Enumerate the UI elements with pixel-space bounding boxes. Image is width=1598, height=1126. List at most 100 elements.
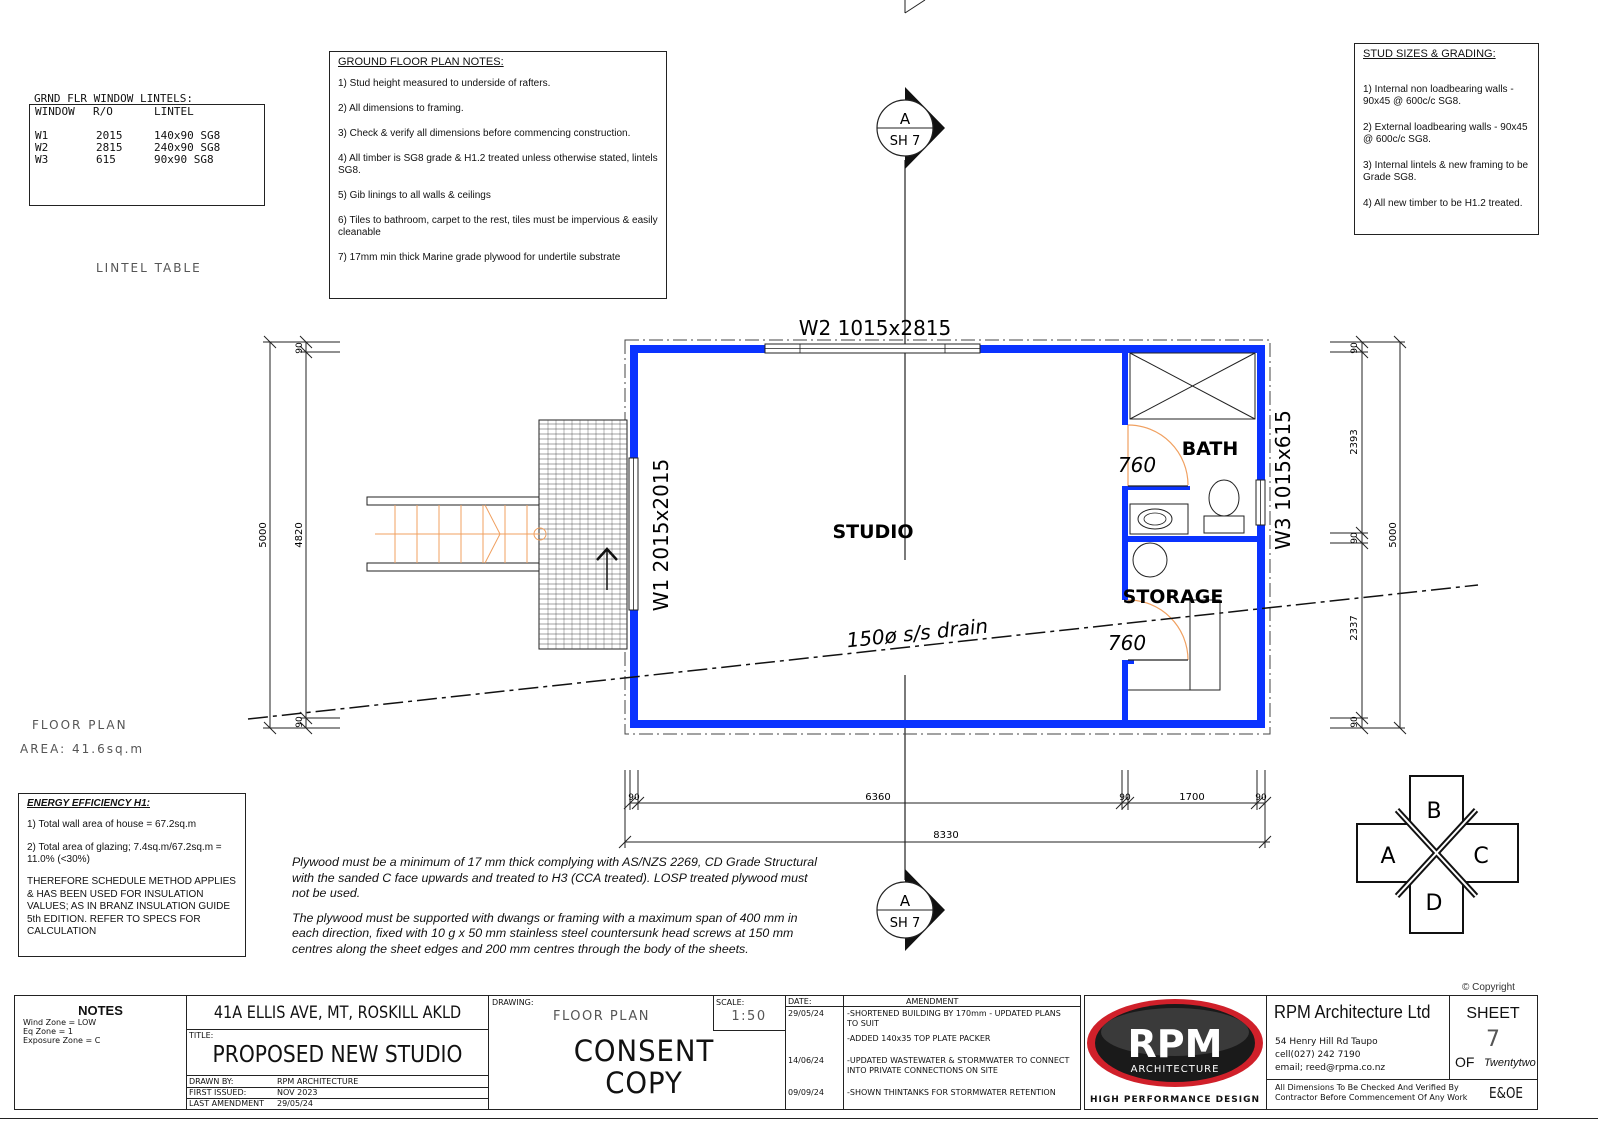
- amendment-text: -SHOWN THINTANKS FOR STORMWATER RETENTIO…: [847, 1088, 1056, 1097]
- stud-sizes-notes: STUD SIZES & GRADING: 1) Internal non lo…: [1354, 43, 1539, 235]
- ground-note: 6) Tiles to bathroom, carpet to the rest…: [338, 215, 658, 238]
- dim-left-inner: 4820: [294, 522, 305, 547]
- logo-text: RPM: [1128, 1022, 1223, 1066]
- section-marker-sheet: SH 7: [890, 134, 920, 149]
- amendment-date: 09/09/24: [788, 1088, 824, 1097]
- basin: [1129, 503, 1189, 535]
- dim-bottom-studio: 6360: [865, 792, 890, 803]
- deck: [538, 419, 628, 650]
- title-block-notes: NOTES Wind Zone = LOW Eq Zone = 1 Exposu…: [14, 995, 187, 1110]
- eq-zone: Eq Zone = 1: [23, 1027, 73, 1036]
- dim-right-bottom: 2337: [1349, 615, 1360, 640]
- scale-label: SCALE:: [716, 998, 745, 1007]
- project-title: PROPOSED NEW STUDIO: [212, 1042, 463, 1068]
- title-block-company: RPM Architecture Ltd 54 Henry Hill Rd Ta…: [1266, 995, 1538, 1110]
- title-label: TITLE:: [189, 1031, 214, 1040]
- ground-notes-heading: GROUND FLOOR PLAN NOTES:: [338, 56, 504, 68]
- sheet-of: OF: [1455, 1054, 1475, 1070]
- lintel-col-ro: R/O: [93, 105, 113, 118]
- title-block-amendments: DATE: AMENDMENT 29/05/24 -SHORTENED BUIL…: [785, 995, 1081, 1110]
- wind-zone: Wind Zone = LOW: [23, 1018, 97, 1027]
- ground-note: 2) All dimensions to framing.: [338, 103, 464, 114]
- energy-note: 1) Total wall area of house = 67.2sq.m: [27, 819, 197, 830]
- section-marker-bottom: A SH 7: [876, 869, 945, 951]
- dim-bottom-90: 90: [628, 793, 640, 803]
- lintel-row-lintel: 240x90 SG8: [154, 141, 221, 154]
- drawing-name: FLOOR PLAN: [553, 1009, 650, 1024]
- stud-size-note: 3) Internal lintels & new framing to be …: [1363, 160, 1529, 183]
- company-address: 54 Henry Hill Rd Taupo: [1275, 1037, 1378, 1047]
- consent-copy-line1: CONSENT: [573, 1034, 715, 1068]
- ground-floor-notes: GROUND FLOOR PLAN NOTES: 1) Stud height …: [329, 51, 667, 299]
- room-studio: STUDIO: [832, 521, 913, 543]
- energy-heading: ENERGY EFFICIENCY H1:: [27, 798, 150, 809]
- dim-bottom-overall: 8330: [933, 830, 958, 841]
- drawn-by-label: DRAWN BY:: [189, 1077, 234, 1086]
- ground-note: 3) Check & verify all dimensions before …: [338, 128, 631, 139]
- compass-rose: [1356, 775, 1519, 934]
- amendment-text: -UPDATED WASTEWATER & STORMWATER TO CONN…: [847, 1056, 1070, 1075]
- lintel-row-window: W2: [35, 141, 49, 154]
- lintel-table-caption: LINTEL TABLE: [96, 261, 202, 275]
- lintel-row-lintel: 140x90 SG8: [154, 129, 221, 142]
- shower: [1129, 352, 1256, 420]
- amendment-date: 29/05/24: [788, 1009, 824, 1018]
- rpm-logo: RPM ARCHITECTURE HIGH PERFORMANCE DESIGN: [1087, 999, 1263, 1105]
- first-issued: NOV 2023: [277, 1088, 318, 1097]
- logo-tagline: HIGH PERFORMANCE DESIGN: [1090, 1095, 1260, 1105]
- floor-plan-label: FLOOR PLAN: [32, 718, 128, 732]
- door-bath: [1127, 424, 1189, 487]
- energy-note: 2) Total area of glazing; 7.4sq.m/67.2sq…: [27, 842, 222, 865]
- lintel-row-window: W1: [35, 129, 49, 142]
- door-bath-width: 760: [1118, 453, 1156, 477]
- last-amendment-label: LAST AMENDMENT: [189, 1099, 265, 1108]
- eoe: E&OE: [1489, 1084, 1523, 1102]
- dim-left-90-top: 90: [295, 342, 305, 354]
- water-cylinder: [1132, 542, 1168, 578]
- dim-right-overall: 5000: [1388, 522, 1399, 547]
- compass-b: B: [1426, 799, 1441, 824]
- consent-copy-line2: COPY: [605, 1066, 683, 1100]
- dimension-bottom: [618, 770, 1272, 849]
- window-w1: [628, 457, 639, 611]
- dim-right-top: 2393: [1349, 429, 1360, 454]
- stud-size-note: 2) External loadbearing walls - 90x45 @ …: [1363, 122, 1528, 145]
- compass-c: C: [1473, 844, 1488, 869]
- energy-efficiency-notes: ENERGY EFFICIENCY H1: 1) Total wall area…: [18, 793, 246, 957]
- project-address: 41A ELLIS AVE, MT, ROSKILL AKLD: [213, 1003, 462, 1023]
- stud-sizes-heading: STUD SIZES & GRADING:: [1363, 48, 1496, 60]
- ground-note: 1) Stud height measured to underside of …: [338, 78, 551, 89]
- lintel-table-heading: GRND FLR WINDOW LINTELS:: [34, 92, 193, 105]
- title-block-logo: RPM ARCHITECTURE HIGH PERFORMANCE DESIGN: [1084, 995, 1267, 1110]
- dimension-left: [263, 335, 340, 735]
- company-name: RPM Architecture Ltd: [1274, 1002, 1431, 1022]
- lintel-row-ro: 2015: [96, 129, 123, 142]
- ground-note: 7) 17mm min thick Marine grade plywood f…: [338, 252, 621, 263]
- door-storage: [1127, 599, 1189, 661]
- section-marker-sheet: SH 7: [890, 916, 920, 931]
- ground-note: 5) Gib linings to all walls & ceilings: [338, 190, 491, 201]
- dim-bottom-90: 90: [1255, 793, 1267, 803]
- dimension-right: [1330, 335, 1407, 735]
- copyright: © Copyright: [1462, 982, 1515, 993]
- interior-walls: [1122, 353, 1257, 720]
- dim-left-overall: 5000: [258, 522, 269, 547]
- company-email: email; reed@rpma.co.nz: [1275, 1063, 1386, 1073]
- compass-d: D: [1426, 891, 1443, 916]
- dim-left-90-bottom: 90: [295, 716, 305, 728]
- dim-right-90: 90: [1350, 716, 1360, 728]
- drawn-by: RPM ARCHITECTURE: [277, 1077, 359, 1086]
- window-w3-label: W3 1015x615: [1271, 410, 1295, 550]
- window-w1-label: W1 2015x2015: [649, 459, 673, 612]
- lintel-row-ro: 615: [96, 153, 116, 166]
- date-label: DATE:: [788, 997, 812, 1006]
- door-storage-width: 760: [1108, 631, 1146, 655]
- section-marker-letter: A: [900, 892, 911, 910]
- lintel-col-lintel: LINTEL: [154, 105, 194, 118]
- lintel-col-window: WINDOW: [35, 105, 75, 118]
- lintel-row-window: W3: [35, 153, 49, 166]
- lintel-row-lintel: 90x90 SG8: [154, 153, 214, 166]
- plywood-notes: Plywood must be a minimum of 17 mm thick…: [292, 855, 822, 957]
- stairs: [366, 496, 547, 572]
